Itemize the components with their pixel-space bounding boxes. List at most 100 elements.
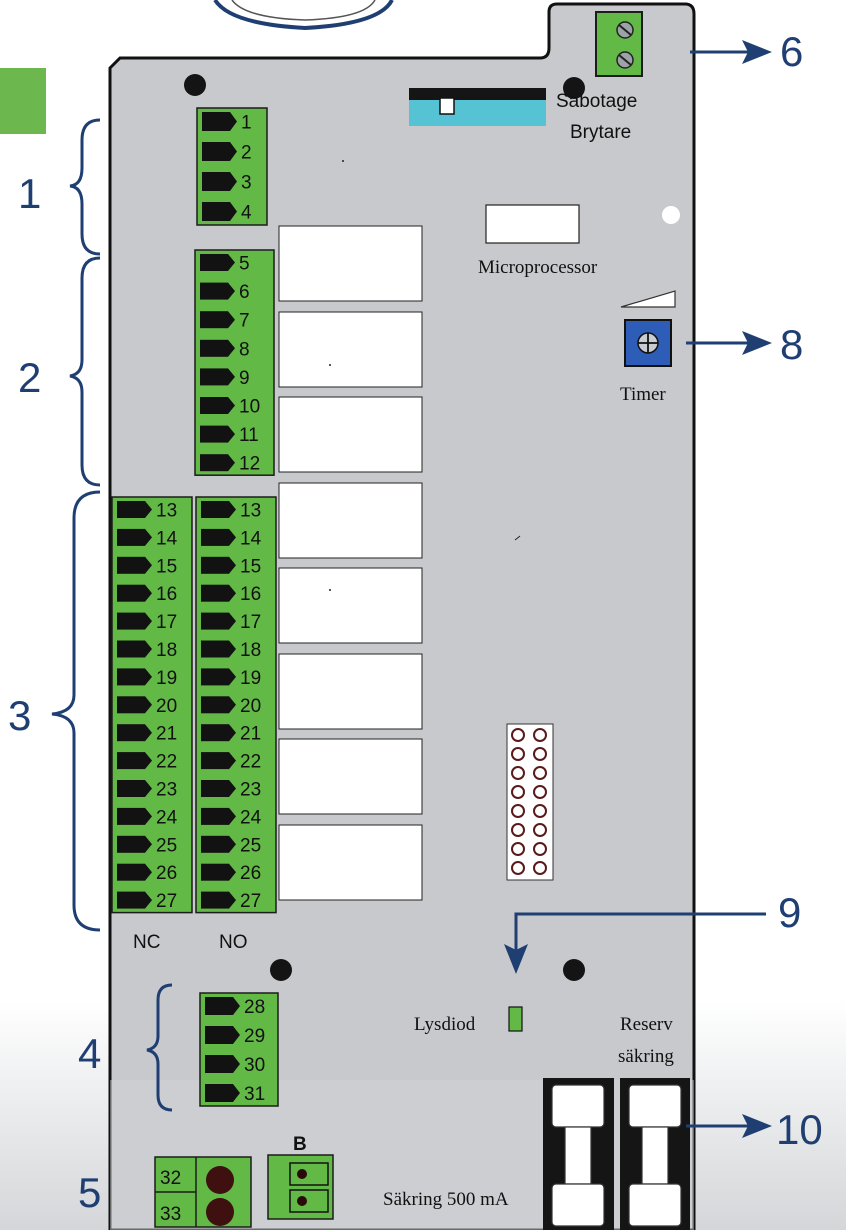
relay bbox=[278, 311, 423, 388]
green-tab bbox=[0, 68, 46, 134]
terminal-label-8: 8 bbox=[239, 339, 250, 360]
terminal-label-16: 16 bbox=[156, 584, 177, 605]
terminal-label-18: 18 bbox=[156, 640, 177, 661]
power-terminal-screw bbox=[206, 1166, 234, 1194]
b-terminal-screw bbox=[297, 1196, 307, 1206]
terminal-slot-tip bbox=[233, 1055, 240, 1073]
header-pin bbox=[511, 747, 525, 761]
terminal-slot bbox=[201, 501, 229, 518]
arrow-head-icon bbox=[742, 1114, 772, 1138]
terminal-slot bbox=[117, 863, 145, 881]
header-pin bbox=[533, 747, 547, 761]
terminal-slot-tip bbox=[230, 112, 237, 131]
terminal-slot-tip bbox=[145, 668, 152, 686]
terminal-slot bbox=[117, 724, 145, 742]
sabotage-label-line1: Sabotage bbox=[556, 91, 637, 112]
relay bbox=[278, 396, 423, 473]
terminal-slot-tip bbox=[228, 339, 235, 357]
callout-3: 3 bbox=[8, 692, 31, 739]
terminal-label-5: 5 bbox=[239, 254, 250, 275]
terminal-label-7: 7 bbox=[239, 311, 250, 332]
terminal-slot bbox=[205, 1026, 233, 1044]
terminal-slot-tip bbox=[230, 142, 237, 161]
terminal-slot bbox=[201, 528, 229, 546]
terminal-slot-tip bbox=[229, 501, 236, 518]
terminal-slot bbox=[201, 724, 229, 742]
terminal-label-20: 20 bbox=[240, 696, 261, 717]
sabotage-switch-bar bbox=[409, 88, 546, 100]
brace-group-3 bbox=[51, 490, 101, 932]
terminal-label-26: 26 bbox=[156, 863, 177, 884]
terminal-label-19: 19 bbox=[156, 668, 177, 689]
brace bbox=[51, 490, 101, 932]
mounting-hole bbox=[184, 74, 206, 96]
terminal-slot-tip bbox=[229, 696, 236, 714]
terminal-label-6: 6 bbox=[239, 282, 250, 303]
terminal-slot bbox=[117, 752, 145, 770]
terminal-label-18: 18 bbox=[240, 640, 261, 661]
terminal-label-28: 28 bbox=[244, 997, 265, 1018]
header-pin bbox=[511, 785, 525, 799]
terminal-label-15: 15 bbox=[156, 556, 177, 577]
terminal-label-9: 9 bbox=[239, 368, 250, 389]
header-pin bbox=[511, 766, 525, 780]
terminal-label-4: 4 bbox=[241, 203, 252, 224]
terminal-slot-tip bbox=[229, 780, 236, 797]
terminal-label-12: 12 bbox=[239, 454, 260, 475]
terminal-slot bbox=[201, 584, 229, 602]
terminal-slot bbox=[117, 835, 145, 853]
header-pin bbox=[533, 766, 547, 780]
header-pin bbox=[511, 823, 525, 837]
terminal-label-27: 27 bbox=[156, 891, 177, 912]
terminal-slot bbox=[202, 142, 230, 161]
terminal-label-1: 1 bbox=[241, 113, 252, 134]
terminal-slot bbox=[201, 752, 229, 770]
terminal-label-26: 26 bbox=[240, 863, 261, 884]
terminal-label-31: 31 bbox=[244, 1084, 265, 1105]
reserve-fuse-holder bbox=[620, 1078, 690, 1230]
terminal-label-15: 15 bbox=[240, 556, 261, 577]
terminal-slot-tip bbox=[145, 640, 152, 658]
terminal-slot-tip bbox=[145, 584, 152, 602]
terminal-slot bbox=[200, 368, 228, 386]
fuse-cap bbox=[628, 1183, 682, 1227]
terminal-slot bbox=[201, 640, 229, 658]
fuse-cap bbox=[551, 1183, 605, 1227]
brace-group-4 bbox=[146, 983, 173, 1112]
arrow-10 bbox=[686, 1114, 772, 1138]
speck bbox=[329, 589, 331, 591]
relay bbox=[278, 482, 423, 559]
terminal-slot-tip bbox=[145, 696, 152, 714]
terminal-label-19: 19 bbox=[240, 668, 261, 689]
terminal-slot-tip bbox=[145, 612, 152, 630]
terminal-slot-tip bbox=[228, 282, 235, 300]
terminal-slot-tip bbox=[145, 891, 152, 909]
sabotage-switch-slider bbox=[439, 97, 455, 115]
terminal-label-25: 25 bbox=[240, 835, 261, 856]
terminal-slot bbox=[200, 311, 228, 329]
pin-grid bbox=[511, 728, 547, 875]
terminal-slot bbox=[201, 891, 229, 909]
header-pin bbox=[533, 785, 547, 799]
terminal-slot bbox=[117, 556, 145, 574]
header-pin bbox=[511, 804, 525, 818]
b-label: B bbox=[293, 1134, 307, 1155]
terminal-label-3: 3 bbox=[241, 173, 252, 194]
relay bbox=[278, 567, 423, 644]
sabotage-terminal bbox=[595, 11, 643, 77]
terminal-slot-tip bbox=[229, 891, 236, 909]
terminal-slot-tip bbox=[230, 172, 237, 191]
top-round-housing bbox=[213, 0, 394, 31]
callout-1: 1 bbox=[18, 170, 41, 217]
header-pin bbox=[533, 823, 547, 837]
arrow-head-icon bbox=[504, 944, 528, 974]
speck bbox=[514, 535, 521, 541]
terminal-label-23: 23 bbox=[156, 780, 177, 801]
callout-9: 9 bbox=[778, 889, 801, 936]
led-indicator bbox=[508, 1006, 523, 1032]
terminal-label-17: 17 bbox=[156, 612, 177, 633]
terminal-slot-tip bbox=[145, 528, 152, 546]
terminal-label-16: 16 bbox=[240, 584, 261, 605]
